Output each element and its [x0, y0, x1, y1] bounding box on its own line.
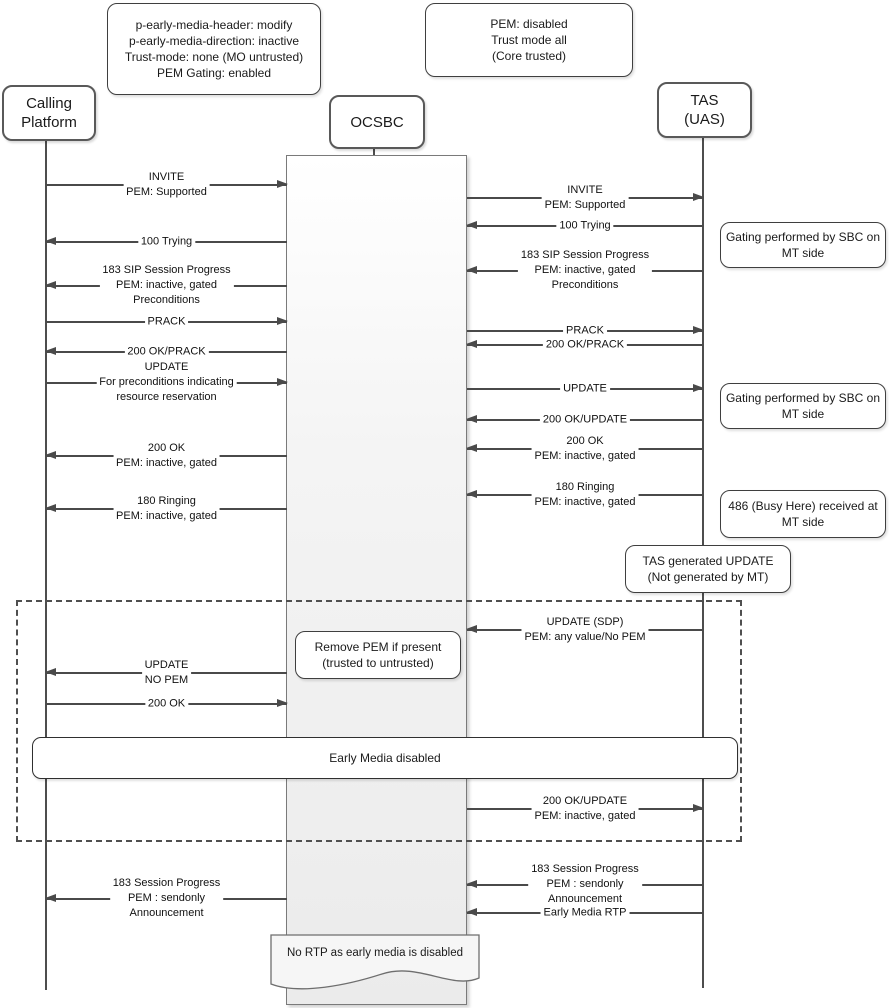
- calling-platform-lifeline: [45, 137, 47, 990]
- message-label: 100 Trying: [137, 234, 196, 250]
- message-label: 183 Session Progress PEM : sendonly Anno…: [528, 862, 642, 908]
- note-remove-pem: Remove PEM if present (trusted to untrus…: [295, 631, 461, 679]
- note-tas-generated-update: TAS generated UPDATE (Not generated by M…: [625, 545, 791, 593]
- arrowhead-icon: [466, 414, 477, 423]
- message-label: 183 SIP Session Progress PEM: inactive, …: [99, 263, 234, 309]
- arrowhead-icon: [693, 383, 704, 392]
- message-label: 200 OK/UPDATE: [539, 412, 631, 428]
- note-remove-pem-text: Remove PEM if present (trusted to untrus…: [314, 640, 442, 670]
- actor-tas-label: TAS (UAS): [684, 92, 725, 128]
- note-gating-sbc-mt-2: Gating performed by SBC on MT side: [720, 383, 886, 429]
- actor-tas: TAS (UAS): [657, 82, 752, 138]
- early-media-disabled-band: Early Media disabled: [32, 737, 738, 779]
- arrowhead-icon: [693, 325, 704, 334]
- arrowhead-icon: [45, 667, 56, 676]
- early-media-disabled-label: Early Media disabled: [329, 751, 441, 765]
- arrowhead-icon: [277, 377, 288, 386]
- document-shape-icon: [270, 934, 480, 990]
- note-gating-sbc-mt-1: Gating performed by SBC on MT side: [720, 222, 886, 268]
- arrowhead-icon: [45, 346, 56, 355]
- actor-calling-platform-label: Calling Platform: [21, 95, 77, 131]
- message-label: INVITE PEM: Supported: [541, 182, 629, 214]
- message-label: 200 OK/UPDATE PEM: inactive, gated: [531, 793, 639, 825]
- message-label: 183 SIP Session Progress PEM: inactive, …: [517, 248, 653, 294]
- message-label: UPDATE: [560, 381, 610, 397]
- arrowhead-icon: [45, 893, 56, 902]
- message-label: 180 Ringing PEM: inactive, gated: [531, 479, 639, 511]
- arrowhead-icon: [466, 265, 477, 274]
- config-note-core-side-text: PEM: disabled Trust mode all (Core trust…: [490, 17, 568, 63]
- arrowhead-icon: [466, 443, 477, 452]
- arrowhead-icon: [45, 280, 56, 289]
- config-note-core-side: PEM: disabled Trust mode all (Core trust…: [425, 3, 633, 77]
- message-label: 100 Trying: [556, 218, 614, 234]
- note-tas-generated-update-text: TAS generated UPDATE (Not generated by M…: [642, 554, 774, 584]
- message-label: INVITE PEM: Supported: [123, 169, 210, 201]
- arrowhead-icon: [466, 907, 477, 916]
- ocsbc-activation-bar: [286, 155, 467, 1005]
- no-rtp-doc-note-text: No RTP as early media is disabled: [287, 947, 463, 959]
- config-note-access-side-text: p-early-media-header: modify p-early-med…: [124, 18, 304, 80]
- config-note-access-side: p-early-media-header: modify p-early-med…: [107, 3, 321, 95]
- note-gating-sbc-mt-2-text: Gating performed by SBC on MT side: [725, 391, 881, 421]
- arrowhead-icon: [466, 879, 477, 888]
- no-rtp-doc-note: No RTP as early media is disabled: [270, 934, 480, 998]
- note-486-busy-here-text: 486 (Busy Here) received at MT side: [728, 499, 878, 529]
- actor-ocsbc-label: OCSBC: [350, 113, 404, 131]
- message-label: 183 Session Progress PEM : sendonly Anno…: [109, 876, 224, 922]
- note-gating-sbc-mt-1-text: Gating performed by SBC on MT side: [725, 230, 881, 260]
- arrowhead-icon: [466, 220, 477, 229]
- arrowhead-icon: [466, 489, 477, 498]
- actor-calling-platform: Calling Platform: [2, 85, 96, 141]
- message-label: UPDATE (SDP) PEM: any value/No PEM: [521, 614, 649, 646]
- arrowhead-icon: [466, 339, 477, 348]
- message-label: 200 OK/PRACK: [542, 337, 628, 353]
- message-label: 200 OK/PRACK: [124, 344, 209, 360]
- arrowhead-icon: [277, 179, 288, 188]
- arrowhead-icon: [45, 236, 56, 245]
- arrowhead-icon: [45, 503, 56, 512]
- arrowhead-icon: [466, 624, 477, 633]
- dashed-group-box: [16, 600, 742, 842]
- message-label: 200 OK PEM: inactive, gated: [113, 440, 220, 472]
- ocsbc-lifeline: [373, 145, 375, 155]
- arrowhead-icon: [693, 192, 704, 201]
- message-label: 180 Ringing PEM: inactive, gated: [113, 493, 220, 525]
- actor-ocsbc: OCSBC: [329, 95, 425, 149]
- message-label: UPDATE NO PEM: [141, 657, 192, 689]
- message-label: Early Media RTP: [540, 905, 630, 921]
- arrowhead-icon: [277, 698, 288, 707]
- arrowhead-icon: [45, 450, 56, 459]
- message-label: PRACK: [563, 323, 607, 339]
- note-486-busy-here: 486 (Busy Here) received at MT side: [720, 490, 886, 538]
- message-label: UPDATE For preconditions indicating reso…: [96, 360, 237, 406]
- arrowhead-icon: [693, 803, 704, 812]
- message-label: 200 OK: [144, 696, 189, 712]
- message-label: PRACK: [144, 314, 189, 330]
- arrowhead-icon: [277, 316, 288, 325]
- message-label: 200 OK PEM: inactive, gated: [531, 433, 639, 465]
